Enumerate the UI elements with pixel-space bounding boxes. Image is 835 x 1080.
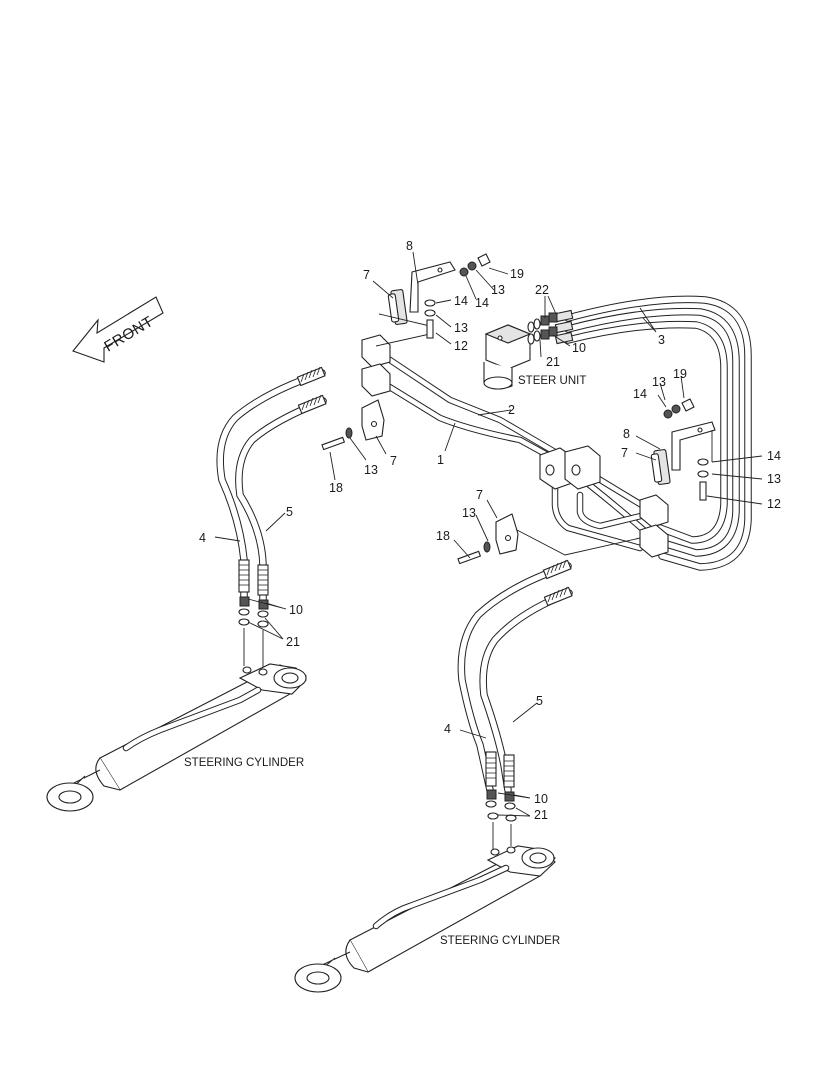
callout-3: 3 — [658, 333, 665, 347]
callout-12: 12 — [454, 339, 468, 353]
callout-7: 7 — [363, 268, 370, 282]
front-arrow: FRONT — [72, 296, 164, 363]
callout-12: 12 — [767, 497, 781, 511]
callout-13: 13 — [364, 463, 378, 477]
left-steering-cylinder — [46, 663, 307, 812]
callout-7: 7 — [390, 454, 397, 468]
callout-18: 18 — [436, 529, 450, 543]
callout-19: 19 — [510, 267, 524, 281]
callout-19: 19 — [673, 367, 687, 381]
steel-tubes-1-2 — [371, 346, 659, 552]
callout-13: 13 — [491, 283, 505, 297]
callout-10: 10 — [572, 341, 586, 355]
callout-13: 13 — [462, 506, 476, 520]
leader-lines — [214, 251, 763, 817]
callout-5: 5 — [286, 505, 293, 519]
callout-8: 8 — [623, 427, 630, 441]
callout-14: 14 — [475, 296, 489, 310]
callout-21: 21 — [534, 808, 548, 822]
callout-7: 7 — [476, 488, 483, 502]
right-bracket-assembly — [650, 398, 716, 501]
callout-4: 4 — [444, 722, 451, 736]
steer-unit-fittings — [527, 312, 558, 345]
callout-10: 10 — [289, 603, 303, 617]
callout-5: 5 — [536, 694, 543, 708]
right-cylinder-hoses — [457, 559, 573, 852]
left-cylinder-hoses — [216, 366, 327, 668]
steer-unit-label: STEER UNIT — [518, 375, 586, 387]
callout-10: 10 — [534, 792, 548, 806]
callout-21: 21 — [286, 635, 300, 649]
callout-7: 7 — [621, 446, 628, 460]
callout-13: 13 — [767, 472, 781, 486]
steering-cylinder-right-label: STEERING CYLINDER — [440, 935, 560, 947]
callout-13: 13 — [454, 321, 468, 335]
callout-14: 14 — [633, 387, 647, 401]
upper-bracket-assembly — [375, 253, 491, 347]
callout-13: 13 — [652, 375, 666, 389]
callout-22: 22 — [535, 283, 549, 297]
callout-1: 1 — [437, 453, 444, 467]
callout-14: 14 — [767, 449, 781, 463]
callout-4: 4 — [199, 531, 206, 545]
steering-cylinder-left-label: STEERING CYLINDER — [184, 757, 304, 769]
callout-18: 18 — [329, 481, 343, 495]
callout-labels: 8 7 19 13 14 14 13 12 22 10 21 3 STEER U… — [184, 239, 781, 947]
callout-2: 2 — [508, 403, 515, 417]
tube-blocks — [361, 334, 669, 558]
callout-21: 21 — [546, 355, 560, 369]
callout-8: 8 — [406, 239, 413, 253]
loop-hoses-3 — [554, 295, 752, 571]
callout-14: 14 — [454, 294, 468, 308]
right-steering-cylinder — [294, 845, 556, 993]
